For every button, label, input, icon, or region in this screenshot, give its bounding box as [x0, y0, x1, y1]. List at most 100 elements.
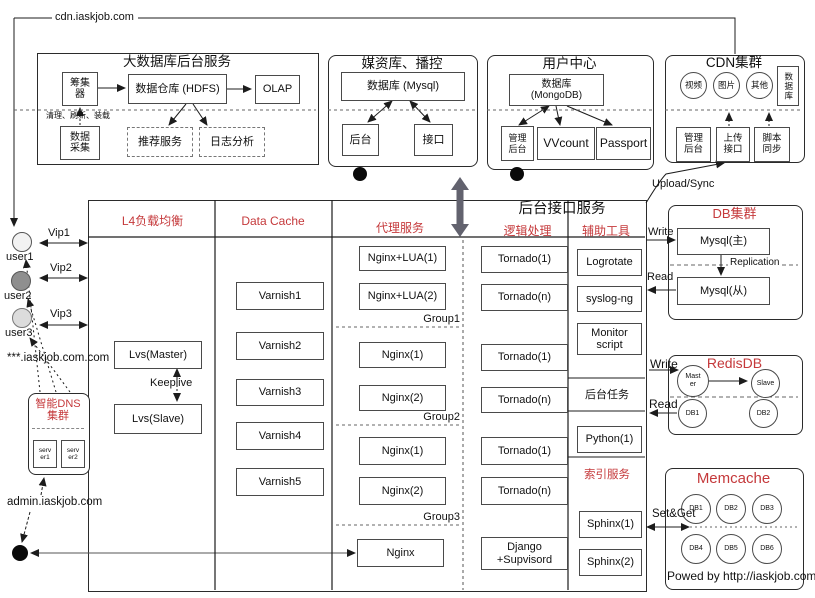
- cache-header: Data Cache: [241, 214, 305, 228]
- nginx-lua2-box: Nginx+LUA(2): [359, 283, 446, 310]
- tornado6-box: Tornado(n): [481, 477, 568, 505]
- tornado2-box: Tornado(n): [481, 284, 568, 311]
- uc-admin-box: 管理 后台: [501, 126, 534, 161]
- memcache-db5-node: DB5: [716, 534, 746, 564]
- memcache-title: Memcache: [696, 470, 771, 487]
- user1-icon: [12, 232, 32, 252]
- upload-sync-label: Upload/Sync: [652, 178, 715, 190]
- redis-slave-node: Slave: [751, 369, 780, 398]
- cdn-other-node: 其他: [746, 72, 773, 99]
- mysql-master-box: Mysql(主): [677, 228, 770, 255]
- log-analysis-box: 日志分析: [199, 127, 265, 157]
- cdn-db-box: 数据库: [777, 66, 799, 106]
- cdn-image-node: 图片: [713, 72, 740, 99]
- recommend-box: 推荐服务: [127, 127, 193, 157]
- user1-label: user1: [6, 251, 34, 263]
- sphinx2-box: Sphinx(2): [579, 549, 642, 576]
- dns-server2-box: serv er2: [61, 440, 85, 468]
- memcache-db6-node: DB6: [752, 534, 782, 564]
- redis-write-label: Write: [650, 357, 678, 371]
- index-service-header: 索引服务: [584, 469, 630, 481]
- redis-master-node: Mast er: [677, 365, 709, 397]
- wildcard-domain-label: ***.iaskjob.com.com: [7, 352, 110, 364]
- nginx-g2-1-box: Nginx(1): [359, 342, 446, 368]
- tornado4-box: Tornado(n): [481, 387, 568, 413]
- varnish5-box: Varnish5: [236, 468, 324, 496]
- nginx-g3-2-box: Nginx(2): [359, 477, 446, 505]
- mysql-slave-box: Mysql(从): [677, 277, 770, 305]
- group2-label: Group2: [423, 411, 460, 423]
- sphinx1-box: Sphinx(1): [579, 511, 642, 538]
- etl-note: 清理、刷新、装载: [46, 111, 110, 120]
- tornado1-box: Tornado(1): [481, 246, 568, 273]
- sync-double-arrow: [451, 177, 469, 237]
- passport-box: Passport: [596, 127, 651, 160]
- bg-task-label: 后台任务: [585, 389, 629, 401]
- media-junction-dot: [353, 167, 367, 181]
- memcache-db3-node: DB3: [752, 494, 782, 524]
- cdn-admin-box: 管理 后台: [676, 127, 711, 162]
- group1-label: Group1: [423, 313, 460, 325]
- media-backend-box: 后台: [342, 124, 379, 156]
- nginx-lua1-box: Nginx+LUA(1): [359, 246, 446, 271]
- hdfs-warehouse-box: 数据仓库 (HDFS): [128, 74, 227, 104]
- redis-db1-node: DB1: [678, 399, 707, 428]
- lvs-slave-box: Lvs(Slave): [114, 404, 202, 434]
- vip1-label: Vip1: [48, 227, 70, 239]
- user-center-junction-dot: [510, 167, 524, 181]
- tornado5-box: Tornado(1): [481, 437, 568, 465]
- memcache-db2-node: DB2: [716, 494, 746, 524]
- olap-box: OLAP: [255, 75, 300, 104]
- cdn-script-box: 脚本 同步: [754, 127, 790, 162]
- redis-read-label: Read: [649, 397, 678, 411]
- logic-header: 逻辑处理: [503, 224, 552, 238]
- vip2-label: Vip2: [50, 262, 72, 274]
- replication-label: Replication: [728, 257, 782, 268]
- redis-db2-node: DB2: [749, 399, 778, 428]
- proxy-header: 代理服务: [375, 221, 424, 235]
- cdn-video-node: 视频: [680, 72, 707, 99]
- django-box: Django +Supvisord: [481, 537, 568, 570]
- dns-server1-box: serv er1: [33, 440, 57, 468]
- admin-domain-label: admin.iaskjob.com: [7, 496, 103, 508]
- memcache-db4-node: DB4: [681, 534, 711, 564]
- mongodb-box: 数据库 (MongoDB): [509, 74, 604, 106]
- varnish2-box: Varnish2: [236, 332, 324, 360]
- memcache-db1-node: DB1: [681, 494, 711, 524]
- data-collect-box: 数据 采集: [60, 126, 100, 160]
- user3-icon: [12, 308, 32, 328]
- keeplive-label: Keeplive: [150, 377, 193, 389]
- cdn-upload-box: 上传 接口: [716, 127, 750, 162]
- lvs-master-box: Lvs(Master): [114, 341, 202, 369]
- admin-junction-dot: [12, 545, 28, 561]
- cdn-title: CDN集群: [705, 55, 763, 70]
- group3-label: Group3: [423, 511, 460, 523]
- vip3-label: Vip3: [50, 308, 72, 320]
- collector-box: 筹集 器: [62, 72, 98, 106]
- powered-by-label: Powed by http://iaskjob.com: [667, 569, 815, 583]
- media-title: 媒资库、播控: [361, 56, 443, 71]
- vvcount-box: VVcount: [537, 127, 595, 160]
- db-read-label: Read: [647, 271, 674, 283]
- varnish4-box: Varnish4: [236, 422, 324, 450]
- dns-title: 智能DNS 集群: [35, 398, 81, 423]
- python-box: Python(1): [577, 426, 642, 453]
- varnish1-box: Varnish1: [236, 282, 324, 310]
- logrotate-box: Logrotate: [577, 249, 642, 276]
- user3-label: user3: [5, 327, 33, 339]
- redis-title: RedisDB: [706, 355, 763, 371]
- monitor-script-box: Monitor script: [577, 323, 642, 355]
- nginx-g2-2-box: Nginx(2): [359, 385, 446, 411]
- dns-divider: [32, 428, 84, 429]
- db-cluster-title: DB集群: [712, 206, 757, 221]
- tornado3-box: Tornado(1): [481, 344, 568, 371]
- cdn-domain-label: cdn.iaskjob.com: [55, 11, 134, 23]
- syslog-box: syslog-ng: [577, 286, 642, 312]
- media-db-box: 数据库 (Mysql): [341, 72, 465, 101]
- wires: [10, 17, 803, 590]
- user-center-title: 用户中心: [542, 56, 597, 71]
- backend-title: 后台接口服务: [518, 201, 606, 217]
- set-get-label: Set&Get: [652, 508, 696, 520]
